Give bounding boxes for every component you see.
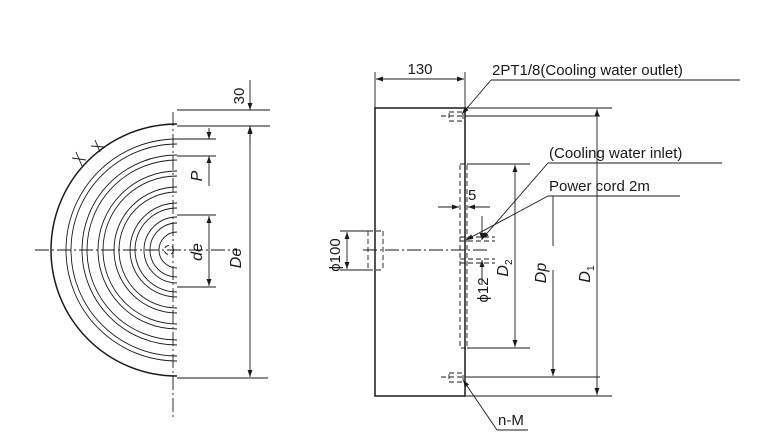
callout-inlet-label: (Cooling water inlet) (549, 145, 682, 162)
dim-130: 130 (374, 61, 466, 108)
callout-outlet-label: 2PT1/8(Cooling water outlet) (492, 62, 683, 79)
dim-de-label: de (189, 243, 206, 261)
left-view-chuck-face (35, 112, 240, 418)
callout-tapped-holes-label: n-M (498, 412, 524, 429)
callout-power-cord: Power cord 2m (465, 178, 680, 241)
bottom-cooling-port (441, 372, 466, 383)
dim-De-label: De (228, 248, 245, 269)
dim-D1-main: D (577, 271, 594, 283)
dim-phi100-label: ϕ100 (327, 238, 344, 271)
body-outline (374, 107, 466, 397)
dim-D2-label: D2 (495, 259, 515, 277)
top-cooling-port (441, 111, 466, 122)
dim-30: 30 (177, 80, 270, 145)
callout-tapped-holes: n-M (462, 379, 528, 431)
outer-ring-marks (71, 139, 105, 167)
dim-D1: D1 (465, 107, 612, 397)
callout-outlet: 2PT1/8(Cooling water outlet) (461, 62, 740, 115)
boss-hidden (367, 230, 384, 271)
dim-D2-main: D (495, 265, 512, 277)
callout-power-cord-label: Power cord 2m (549, 178, 650, 195)
dim-5-label: 5 (468, 187, 476, 204)
dim-30-label: 30 (231, 88, 248, 105)
dim-D1-sub: 1 (586, 265, 597, 271)
dim-D2-sub: 2 (504, 259, 515, 265)
dim-P: P (177, 128, 216, 186)
dim-de: de (177, 214, 216, 288)
right-view-side (363, 107, 495, 397)
callout-inlet: (Cooling water inlet) (481, 145, 722, 240)
dim-phi100: ϕ100 (327, 230, 368, 272)
dim-Dp: Dp (466, 115, 600, 378)
dim-P-label: P (189, 170, 206, 181)
dim-De: De (177, 125, 268, 379)
outer-arc (50, 123, 178, 377)
dim-D1-label: D1 (577, 265, 597, 283)
inner-cavity-hidden (459, 163, 468, 349)
dim-phi12-label: ϕ12 (475, 277, 492, 302)
dim-Dp-label: Dp (533, 263, 550, 284)
dim-D2: D2 (467, 163, 530, 349)
power-cord-hidden (460, 236, 495, 264)
dim-5: 5 (438, 187, 490, 210)
dim-130-label: 130 (407, 61, 432, 78)
